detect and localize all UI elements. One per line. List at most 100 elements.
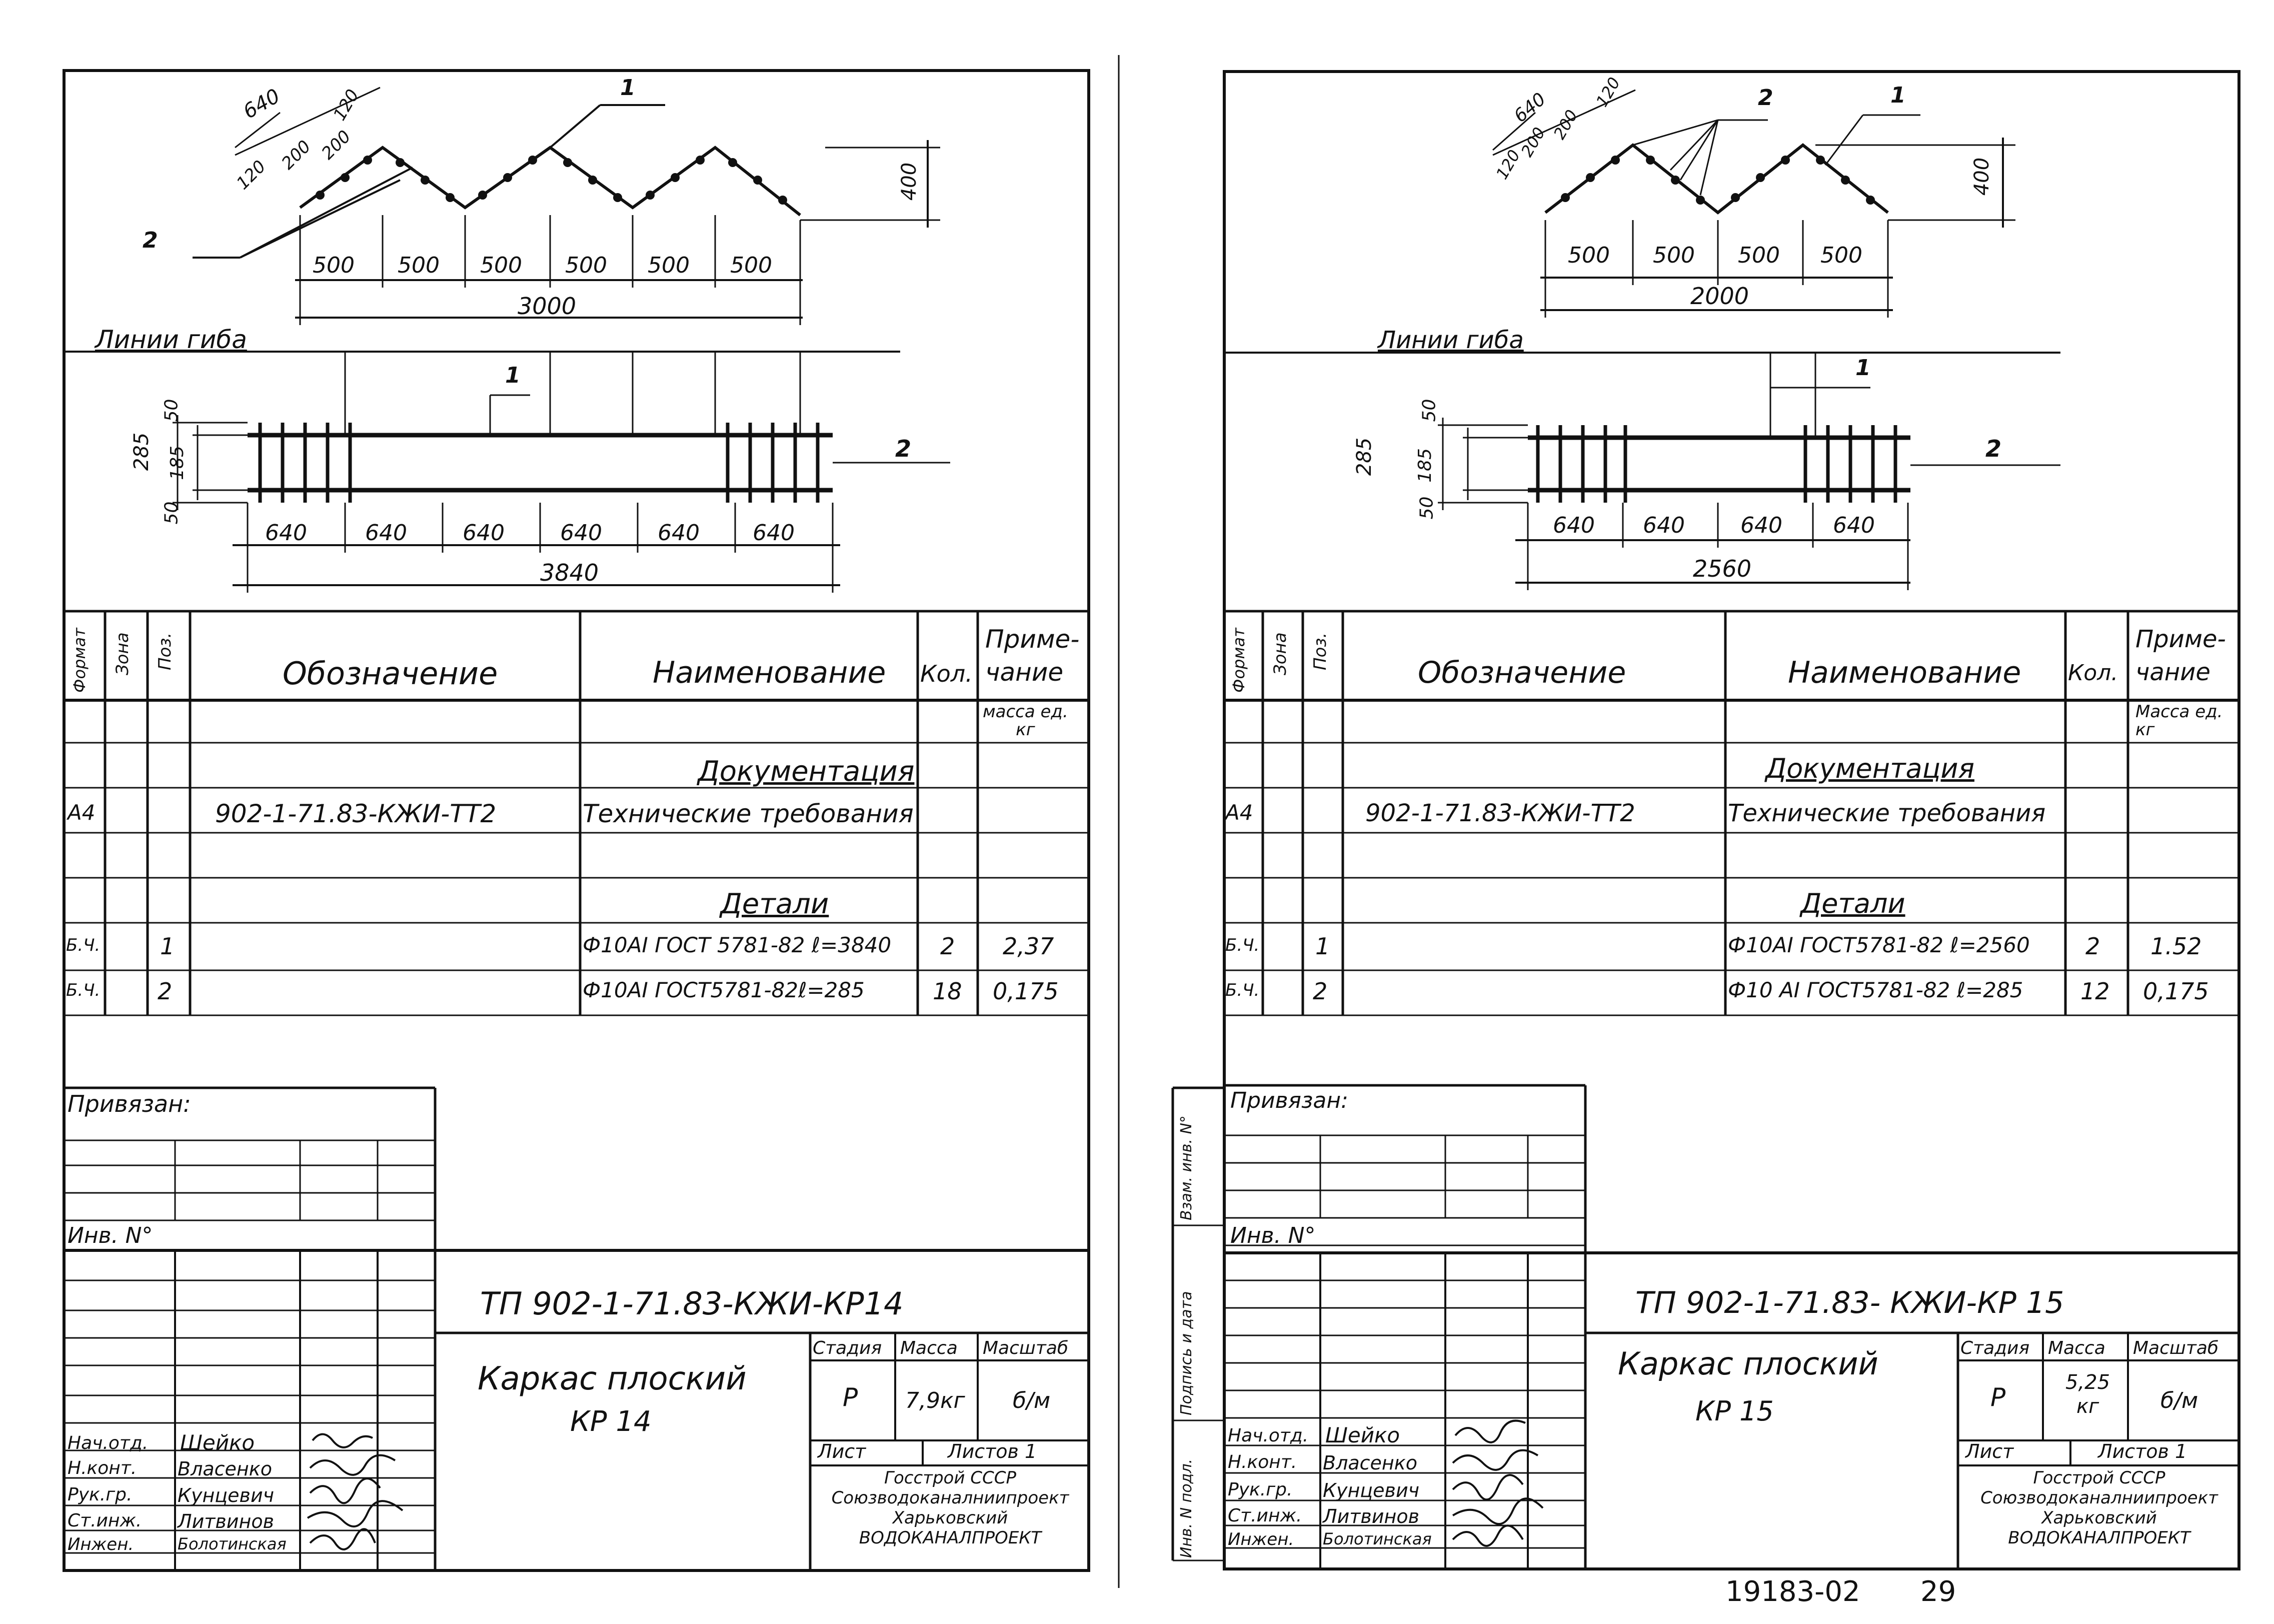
right-row1-pos: 1 xyxy=(1315,933,1330,960)
left-bspan-6: 640 xyxy=(753,520,795,546)
left-doc-format: А4 xyxy=(68,800,96,825)
left-bspan-4: 640 xyxy=(560,520,602,546)
right-h-qty: Кол. xyxy=(2068,660,2118,686)
left-role-5: Инжен. xyxy=(68,1534,134,1554)
right-h-name: Наименование xyxy=(1788,655,2021,690)
right-sheet xyxy=(1223,70,2240,1570)
right-pos2-label: 2 xyxy=(1758,85,1773,111)
left-bspan-1: 640 xyxy=(265,520,307,546)
right-row2-pos: 2 xyxy=(1313,978,1328,1005)
right-doc-code: 902-1-71.83-КЖИ-ТТ2 xyxy=(1365,799,1635,827)
right-privyazan: Привязан: xyxy=(1230,1088,1348,1113)
right-name-5: Болотинская xyxy=(1323,1529,1432,1548)
left-row1-name: Ф10АI ГОСТ 5781-82 ℓ=3840 xyxy=(583,933,892,957)
left-mass-unit: масса ед. кг xyxy=(983,702,1068,740)
left-scale-h: Масштаб xyxy=(983,1338,1069,1358)
footer-page-number: 29 xyxy=(1920,1575,1956,1608)
right-doc-name: Технические требования xyxy=(1728,799,2046,827)
right-name-1: Шейко xyxy=(1325,1423,1400,1447)
left-mesh-pos1: 1 xyxy=(505,363,521,388)
left-row2-name: Ф10АI ГОСТ5781-82ℓ=285 xyxy=(583,978,865,1002)
right-pos1-label: 1 xyxy=(1890,83,1906,108)
left-mass: 7,9кг xyxy=(905,1388,965,1413)
left-doc-name: Технические требования xyxy=(583,799,914,828)
right-mass-h: Масса xyxy=(2048,1338,2105,1358)
right-span-3: 500 xyxy=(1738,243,1780,268)
right-stamp-title1: Каркас плоский xyxy=(1618,1345,1878,1382)
right-span-4: 500 xyxy=(1820,243,1862,268)
right-span-1: 500 xyxy=(1568,243,1610,268)
left-role-4: Ст.инж. xyxy=(68,1510,142,1531)
right-span-2: 500 xyxy=(1653,243,1695,268)
left-row2-format: Б.Ч. xyxy=(66,980,101,1000)
left-total-top: 3000 xyxy=(518,293,577,320)
right-bspan-4: 640 xyxy=(1833,513,1875,538)
left-bspan-2: 640 xyxy=(365,520,407,546)
left-span-4: 500 xyxy=(565,253,607,278)
right-row1-format: Б.Ч. xyxy=(1225,935,1260,955)
right-stage: Р xyxy=(1990,1383,2006,1412)
right-scale-h: Масштаб xyxy=(2133,1338,2219,1358)
right-scale: б/м xyxy=(2160,1388,2198,1413)
left-row2-qty: 18 xyxy=(933,978,962,1005)
left-inv-no: Инв. N° xyxy=(68,1223,153,1248)
right-name-2: Власенко xyxy=(1323,1452,1417,1474)
left-span-5: 500 xyxy=(648,253,690,278)
left-span-2: 500 xyxy=(398,253,440,278)
left-name-5: Болотинская xyxy=(178,1534,287,1553)
left-row2-pos: 2 xyxy=(158,978,173,1005)
right-section-parts: Детали xyxy=(1800,888,1905,919)
left-doc-code: 902-1-71.83-КЖИ-ТТ2 xyxy=(215,799,497,828)
right-row1-note: 1.52 xyxy=(2150,933,2202,960)
right-mesh-pos1: 1 xyxy=(1855,355,1871,381)
right-role-2: Н.конт. xyxy=(1228,1452,1297,1472)
left-name-2: Власенко xyxy=(178,1458,272,1480)
left-role-1: Нач.отд. xyxy=(68,1433,149,1453)
right-stamp-title2: КР 15 xyxy=(1695,1395,1774,1427)
left-span-1: 500 xyxy=(313,253,355,278)
left-h-name: Наименование xyxy=(653,655,886,690)
left-bend-lines-label: Линии гиба xyxy=(95,325,247,354)
right-row2-name: Ф10 АI ГОСТ5781-82 ℓ=285 xyxy=(1728,978,2023,1002)
right-role-5: Инжен. xyxy=(1228,1529,1294,1549)
left-pos1-label: 1 xyxy=(620,75,636,101)
left-name-1: Шейко xyxy=(180,1430,255,1455)
right-role-4: Ст.инж. xyxy=(1228,1505,1302,1526)
left-scale: б/м xyxy=(1013,1388,1051,1413)
left-row1-pos: 1 xyxy=(160,933,175,960)
left-pos2-label: 2 xyxy=(143,228,158,253)
right-bspan-3: 640 xyxy=(1740,513,1782,538)
left-name-3: Кунцевич xyxy=(178,1484,275,1506)
left-sheets-label: Листов 1 xyxy=(948,1440,1037,1462)
right-stamp-code: ТП 902-1-71.83- КЖИ-КР 15 xyxy=(1635,1285,2064,1320)
right-mass: 5,25 кг xyxy=(2065,1371,2110,1418)
left-sheet xyxy=(63,69,1090,1572)
right-h-note: Приме- чание xyxy=(2135,625,2226,686)
right-role-1: Нач.отд. xyxy=(1228,1425,1309,1446)
right-sheet-label: Лист xyxy=(1965,1440,2014,1462)
left-mesh-pos2: 2 xyxy=(895,435,912,462)
left-sheet-label: Лист xyxy=(818,1440,866,1462)
right-name-4: Литвинов xyxy=(1323,1505,1419,1527)
left-h-qty: Кол. xyxy=(920,660,973,687)
left-privyazan: Привязан: xyxy=(68,1090,191,1117)
right-row1-qty: 2 xyxy=(2085,933,2100,960)
right-section-docs: Документация xyxy=(1765,753,1974,784)
left-span-6: 500 xyxy=(730,253,772,278)
left-role-2: Н.конт. xyxy=(68,1458,137,1478)
left-bspan-5: 640 xyxy=(658,520,700,546)
right-role-3: Рук.гр. xyxy=(1228,1479,1293,1500)
left-h-designation: Обозначение xyxy=(283,655,498,692)
footer-archive-number: 19183-02 xyxy=(1725,1575,1860,1608)
right-bspan-1: 640 xyxy=(1553,513,1595,538)
right-total-top: 2000 xyxy=(1690,283,1749,310)
right-row1-name: Ф10АI ГОСТ5781-82 ℓ=2560 xyxy=(1728,933,2030,957)
right-bend-lines-label: Линии гиба xyxy=(1378,326,1524,354)
right-doc-format: А4 xyxy=(1225,800,1253,825)
